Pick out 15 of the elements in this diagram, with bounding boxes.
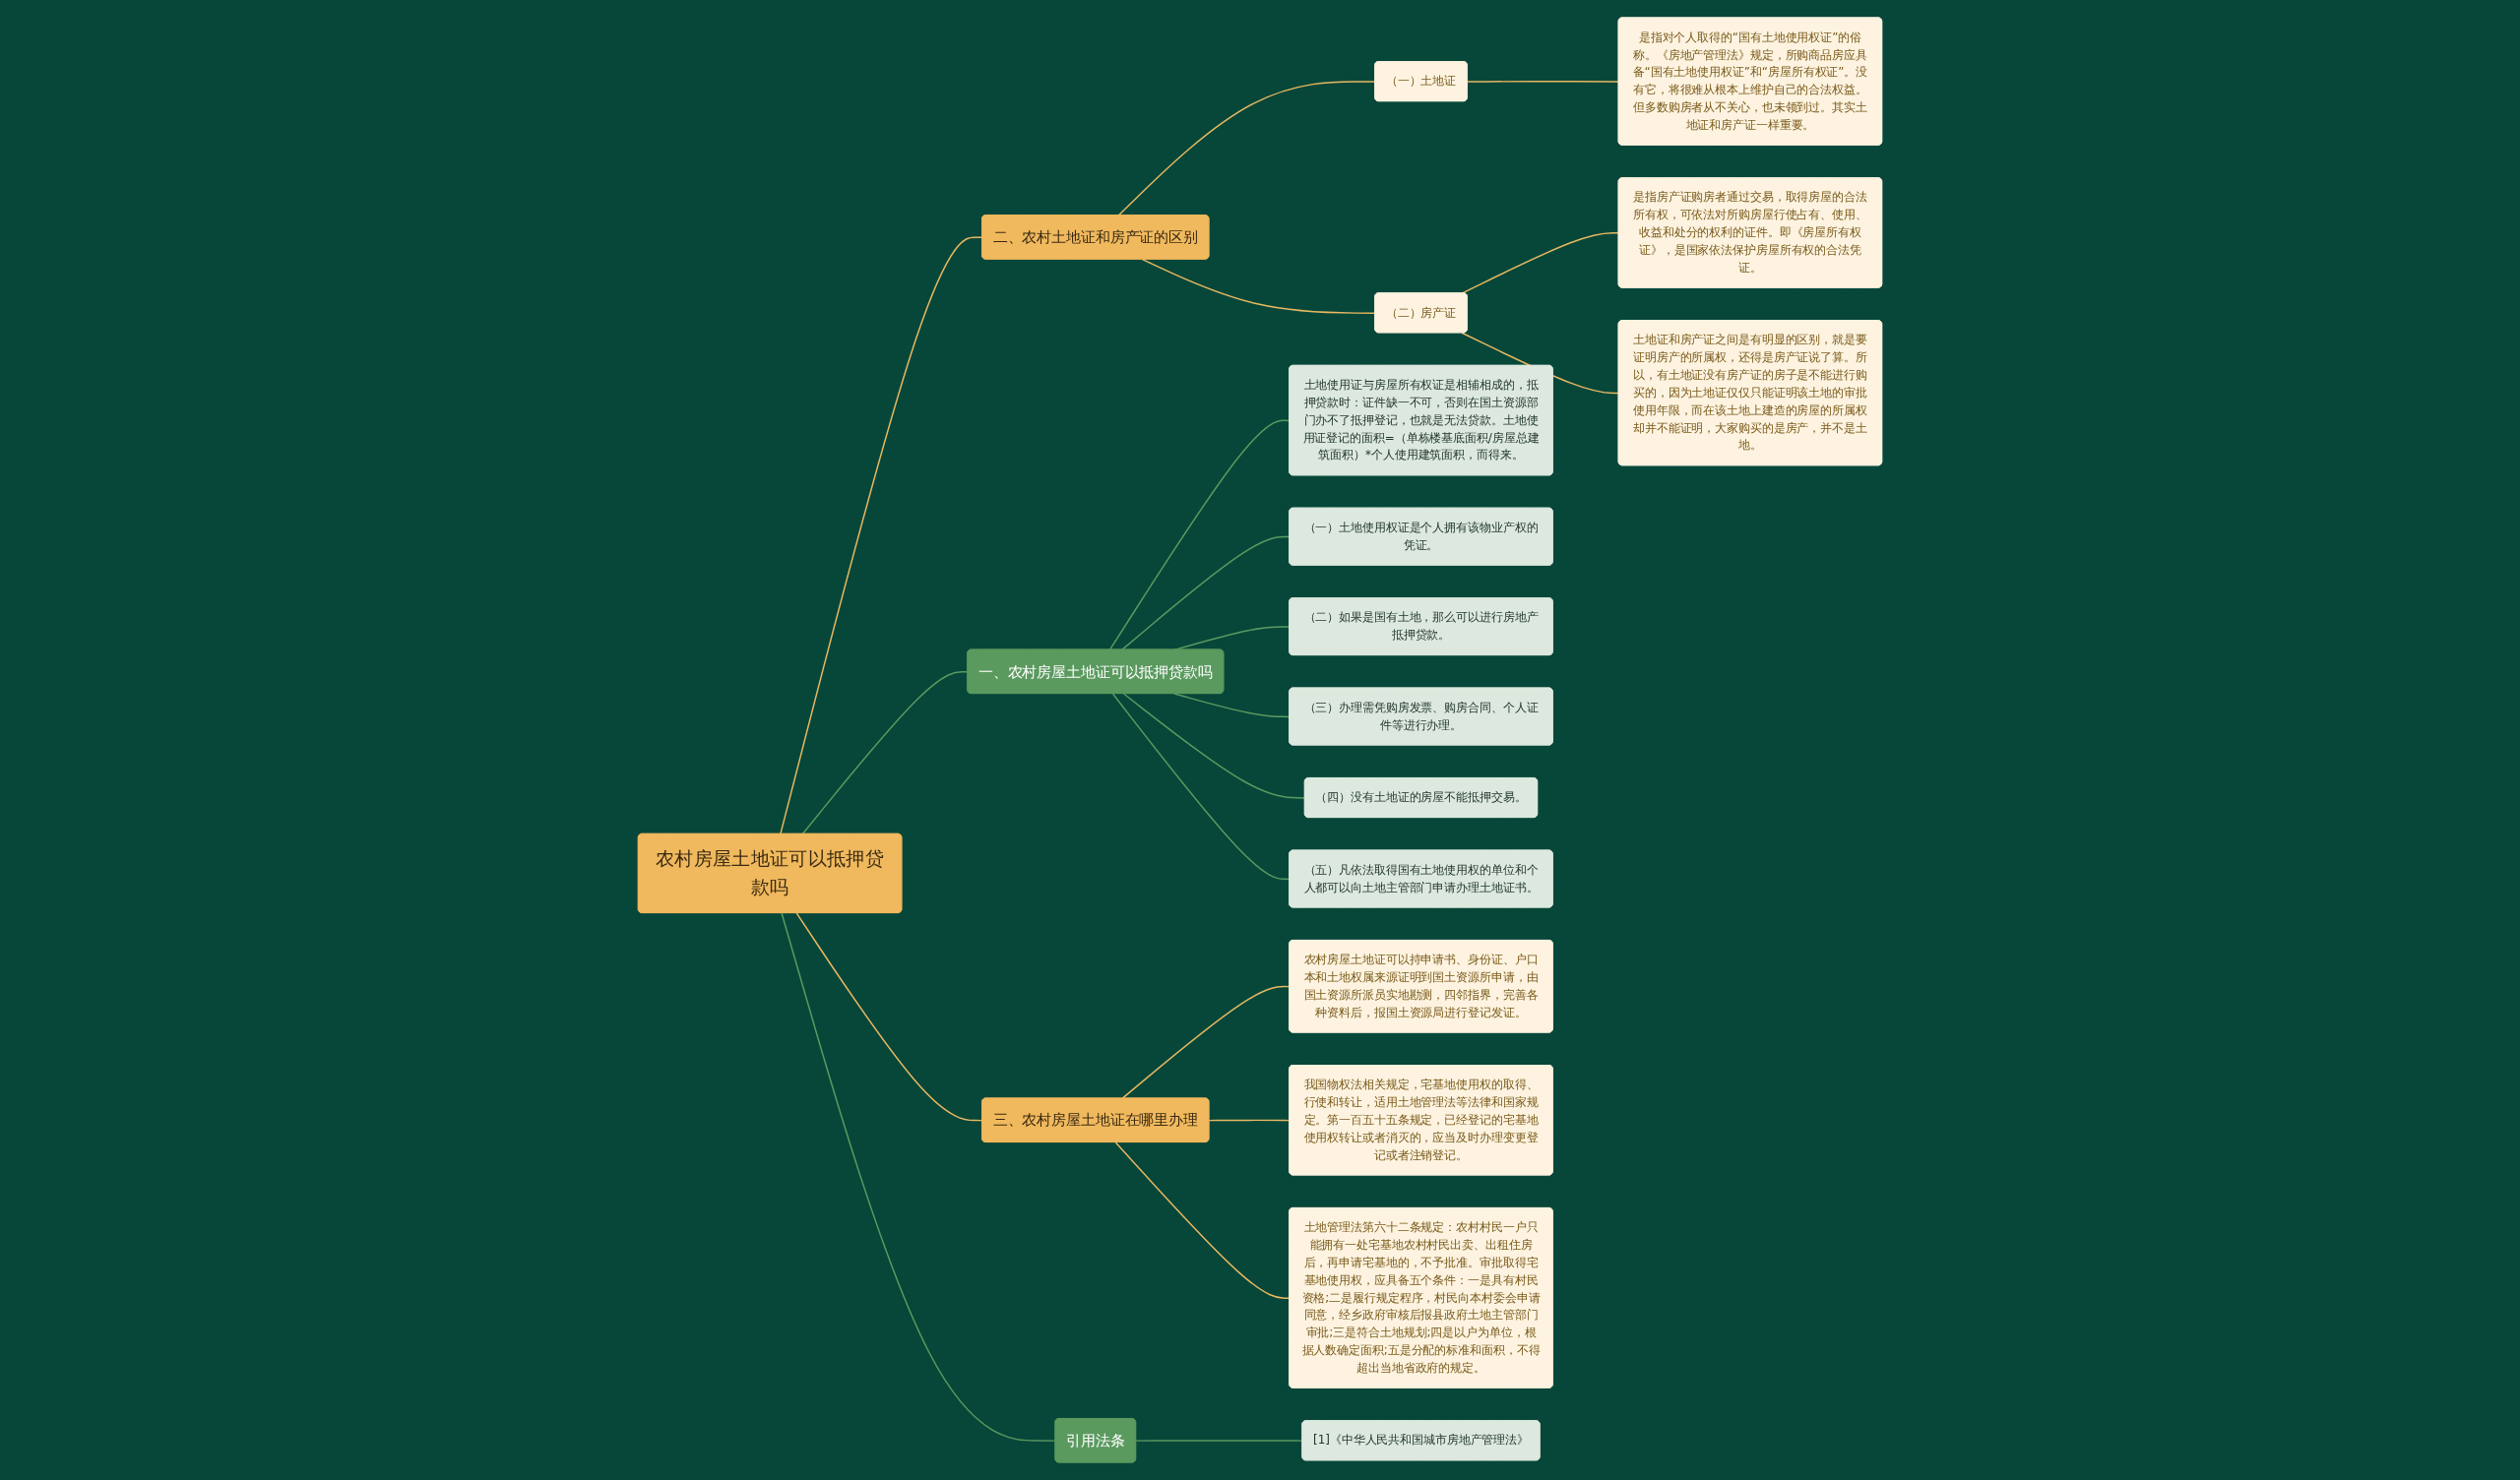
connector bbox=[1122, 693, 1306, 799]
connector bbox=[1135, 1440, 1303, 1442]
connector bbox=[1108, 419, 1291, 651]
connector bbox=[780, 236, 983, 835]
connector bbox=[1111, 693, 1291, 881]
connector bbox=[795, 912, 983, 1122]
connector bbox=[1461, 232, 1620, 294]
connector bbox=[1208, 1119, 1291, 1122]
connector bbox=[1141, 258, 1376, 314]
connector bbox=[1117, 81, 1376, 216]
connector bbox=[1121, 535, 1291, 651]
connector bbox=[1466, 80, 1620, 83]
connector bbox=[1173, 693, 1291, 718]
connector bbox=[801, 670, 969, 835]
connector bbox=[1114, 1141, 1291, 1299]
